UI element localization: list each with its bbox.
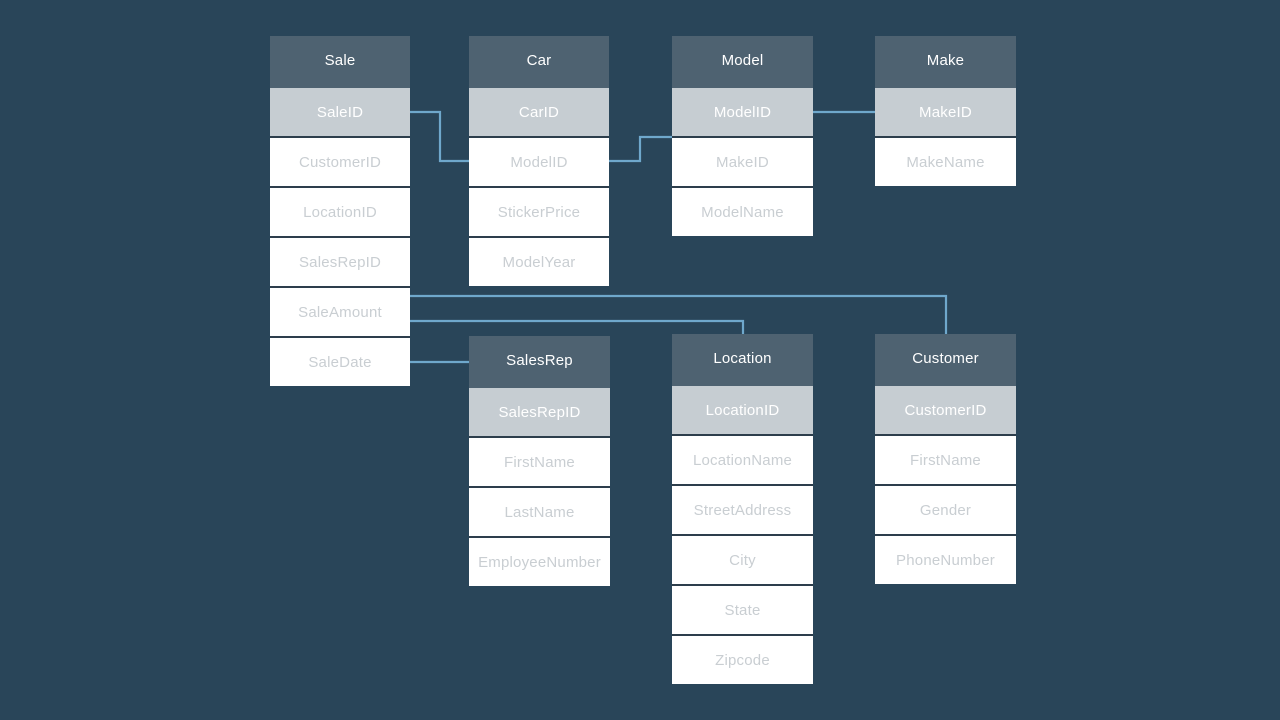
primary-key-row-modelid[interactable]: ModelID: [672, 86, 813, 136]
relationship-line: [607, 135, 674, 163]
primary-key-row-customerid[interactable]: CustomerID: [875, 384, 1016, 434]
primary-key-row-locationid[interactable]: LocationID: [672, 384, 813, 434]
relationship-line: [408, 294, 948, 338]
field-row-phonenumber[interactable]: PhoneNumber: [875, 534, 1016, 584]
field-row-modelyear[interactable]: ModelYear: [469, 236, 609, 286]
field-row-modelid[interactable]: ModelID: [469, 136, 609, 186]
primary-key-row-saleid[interactable]: SaleID: [270, 86, 410, 136]
entity-header-make: Make: [875, 36, 1016, 86]
field-row-zipcode[interactable]: Zipcode: [672, 634, 813, 684]
field-row-customerid[interactable]: CustomerID: [270, 136, 410, 186]
field-row-saleamount[interactable]: SaleAmount: [270, 286, 410, 336]
field-row-modelname[interactable]: ModelName: [672, 186, 813, 236]
field-row-stickerprice[interactable]: StickerPrice: [469, 186, 609, 236]
entity-header-sale: Sale: [270, 36, 410, 86]
entity-header-customer: Customer: [875, 334, 1016, 384]
field-row-saledate[interactable]: SaleDate: [270, 336, 410, 386]
field-row-locationid[interactable]: LocationID: [270, 186, 410, 236]
entity-header-model: Model: [672, 36, 813, 86]
field-row-employeenumber[interactable]: EmployeeNumber: [469, 536, 610, 586]
field-row-firstname[interactable]: FirstName: [469, 436, 610, 486]
field-row-gender[interactable]: Gender: [875, 484, 1016, 534]
field-row-makename[interactable]: MakeName: [875, 136, 1016, 186]
entity-header-location: Location: [672, 334, 813, 384]
field-row-city[interactable]: City: [672, 534, 813, 584]
field-row-firstname[interactable]: FirstName: [875, 434, 1016, 484]
field-row-lastname[interactable]: LastName: [469, 486, 610, 536]
entity-header-car: Car: [469, 36, 609, 86]
field-row-state[interactable]: State: [672, 584, 813, 634]
relationship-line: [408, 110, 471, 163]
primary-key-row-carid[interactable]: CarID: [469, 86, 609, 136]
primary-key-row-makeid[interactable]: MakeID: [875, 86, 1016, 136]
field-row-streetaddress[interactable]: StreetAddress: [672, 484, 813, 534]
field-row-makeid[interactable]: MakeID: [672, 136, 813, 186]
entity-header-salesrep: SalesRep: [469, 336, 610, 386]
field-row-locationname[interactable]: LocationName: [672, 434, 813, 484]
primary-key-row-salesrepid[interactable]: SalesRepID: [469, 386, 610, 436]
field-row-salesrepid[interactable]: SalesRepID: [270, 236, 410, 286]
